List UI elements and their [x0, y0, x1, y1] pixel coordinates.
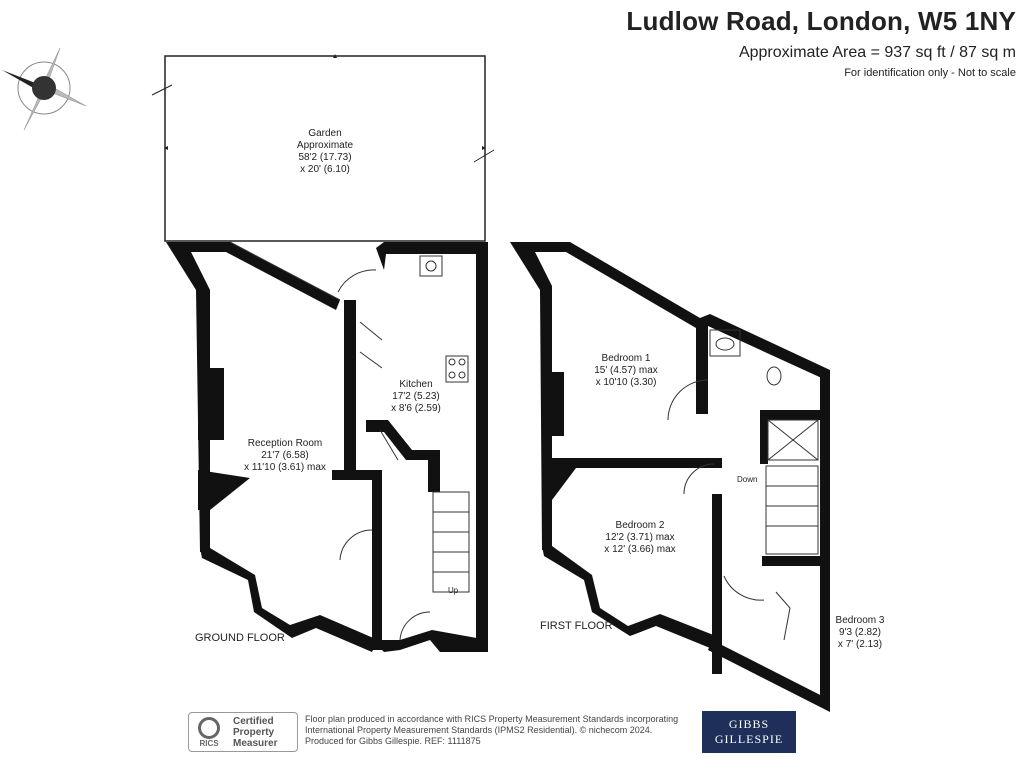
reception-room-label: Reception Room 21'7 (6.58) x 11'10 (3.61…	[244, 438, 326, 474]
stairs-down-label: Down	[737, 475, 758, 484]
bedroom-2-dim1: 12'2 (3.71) max	[605, 532, 675, 543]
first-floor-label: FIRST FLOOR	[540, 620, 613, 632]
approximate-area: Approximate Area = 937 sq ft / 87 sq m	[738, 44, 1016, 61]
rics-cert-line-3: Measurer	[233, 738, 278, 749]
footer-disclaimer: Floor plan produced in accordance with R…	[305, 714, 678, 747]
page-title: Ludlow Road, London, W5 1NY	[626, 6, 1016, 36]
reception-room-name: Reception Room	[247, 438, 323, 449]
gibbs-gillespie-logo: GIBBS GILLESPIE	[702, 711, 796, 753]
first-floor-walls	[510, 242, 830, 712]
bedroom-1-dim2: x 10'10 (3.30)	[595, 377, 657, 388]
garden-line2: Approximate	[296, 140, 354, 151]
kitchen-label: Kitchen 17'2 (5.23) x 8'6 (2.59)	[391, 379, 441, 415]
kitchen-name: Kitchen	[399, 379, 433, 390]
kitchen-dim2: x 8'6 (2.59)	[391, 403, 441, 414]
brand-line-1: GIBBS	[728, 717, 770, 731]
stairs-up-label: Up	[448, 586, 459, 595]
rics-logo: RICS	[195, 717, 223, 748]
bedroom-3-name: Bedroom 3	[835, 615, 885, 626]
ground-floor-fixtures	[229, 241, 470, 641]
brand-line-2: GILLESPIE	[714, 732, 784, 746]
garden-name: Garden	[308, 128, 342, 139]
bedroom-3-dim1: 9'3 (2.82)	[839, 627, 881, 638]
rics-badge: RICS Certified Property Measurer	[188, 712, 298, 752]
rics-circle-icon	[198, 717, 220, 739]
bedroom-3-dim2: x 7' (2.13)	[837, 639, 883, 650]
first-floor-fixtures	[667, 329, 819, 641]
bedroom-1-dim1: 15' (4.57) max	[594, 365, 658, 376]
bedroom-1-label: Bedroom 1 15' (4.57) max x 10'10 (3.30)	[594, 353, 658, 389]
garden-label: Garden Approximate 58'2 (17.73) x 20' (6…	[297, 128, 353, 176]
garden-dim2: x 20' (6.10)	[300, 164, 350, 175]
bedroom-2-label: Bedroom 2 12'2 (3.71) max x 12' (3.66) m…	[604, 520, 675, 556]
ground-floor-walls	[166, 242, 488, 652]
reception-room-dim2: x 11'10 (3.61) max	[244, 462, 326, 473]
garden-dim1: 58'2 (17.73)	[298, 152, 352, 163]
ground-floor-label: GROUND FLOOR	[195, 632, 285, 644]
bedroom-2-dim2: x 12' (3.66) max	[604, 544, 676, 555]
kitchen-dim1: 17'2 (5.23)	[392, 391, 440, 402]
garden-outline	[151, 54, 495, 242]
rics-certification: Certified Property Measurer	[233, 716, 277, 749]
footer-line-2: International Property Measurement Stand…	[305, 725, 653, 735]
rics-logo-text: RICS	[199, 739, 219, 748]
bedroom-1-name: Bedroom 1	[601, 353, 651, 364]
reception-room-dim1: 21'7 (6.58)	[261, 450, 309, 461]
footer-line-1: Floor plan produced in accordance with R…	[305, 714, 679, 724]
compass-icon	[2, 47, 87, 131]
bedroom-3-label: Bedroom 3 9'3 (2.82) x 7' (2.13)	[836, 615, 885, 651]
footer-line-3: Produced for Gibbs Gillespie. REF: 11118…	[305, 736, 481, 746]
rics-cert-line-1: Certified	[233, 716, 274, 727]
bedroom-2-name: Bedroom 2	[615, 520, 665, 531]
rics-cert-line-2: Property	[233, 727, 275, 738]
scale-note: For identification only - Not to scale	[844, 67, 1016, 79]
